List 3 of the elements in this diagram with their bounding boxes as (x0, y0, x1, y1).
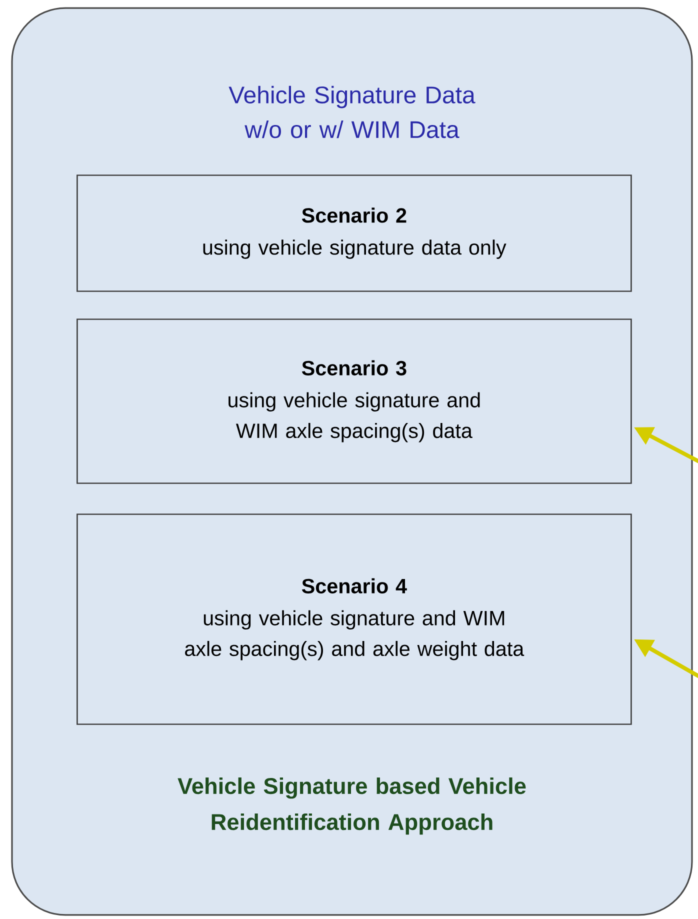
scenario-box: Scenario 3 using vehicle signature and WIM axle spacing(s) data (76, 318, 632, 484)
scenario-box: Scenario 4 using vehicle signature and WIM axle spacing(s) and axle weight data (76, 514, 632, 725)
scenario-box: Scenario 2 using vehicle signature data only (76, 174, 632, 292)
